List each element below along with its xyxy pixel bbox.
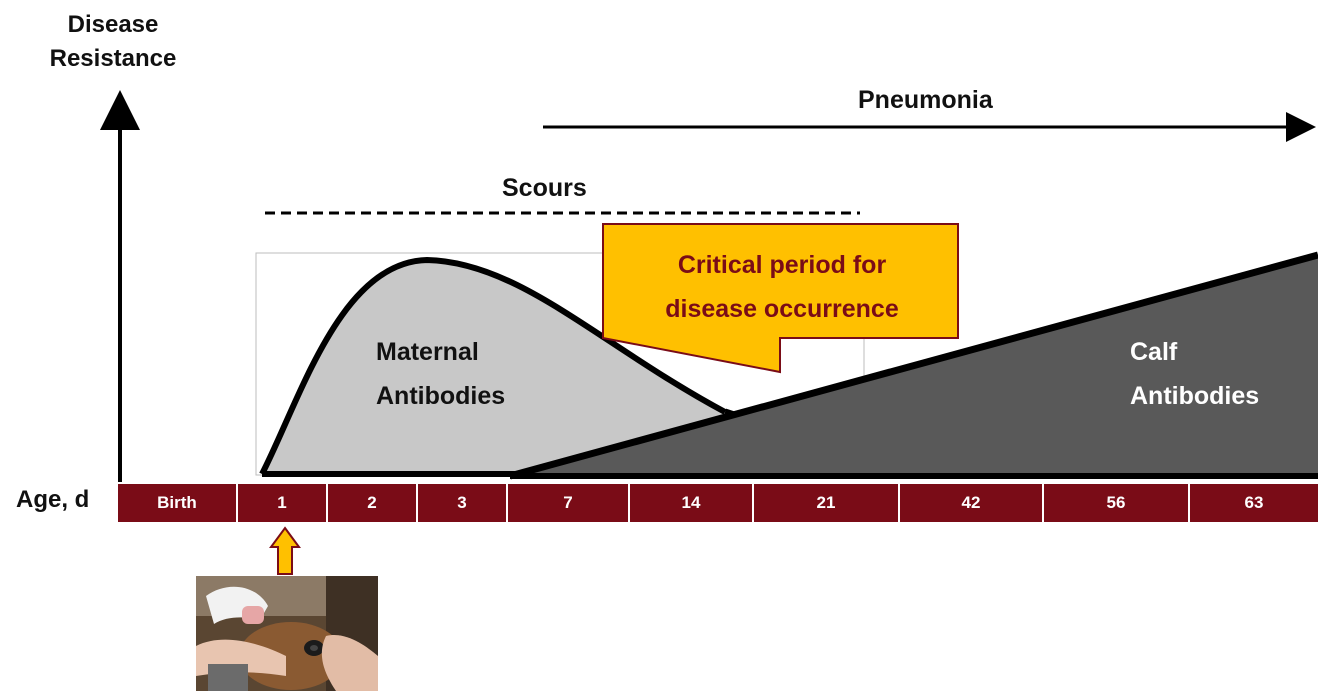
timeline-cell: 3	[418, 484, 508, 522]
y-axis-label-line2: Resistance	[28, 42, 198, 76]
timeline-cell: 2	[328, 484, 418, 522]
timeline-cell: 21	[754, 484, 900, 522]
timeline-cell: 1	[238, 484, 328, 522]
timeline-cell: 63	[1190, 484, 1318, 522]
age-timeline: Birth 1 2 3 7 14 21 42 56 63	[118, 484, 1318, 522]
calf-label-line2: Antibodies	[1130, 374, 1259, 418]
scours-label: Scours	[502, 174, 587, 203]
timeline-cell: 56	[1044, 484, 1190, 522]
maternal-label-line1: Maternal	[376, 330, 505, 374]
calf-label-line1: Calf	[1130, 330, 1259, 374]
timeline-cell: Birth	[118, 484, 238, 522]
timeline-cell: 42	[900, 484, 1044, 522]
age-axis-label: Age, d	[16, 486, 89, 514]
critical-period-line1: Critical period for	[614, 243, 950, 287]
critical-period-line2: disease occurrence	[614, 287, 950, 331]
y-axis-label-line1: Disease	[28, 8, 198, 42]
calf-antibodies-label: Calf Antibodies	[1130, 330, 1259, 418]
calf-feeding-photo-icon	[196, 576, 378, 691]
y-axis-label: Disease Resistance	[28, 8, 198, 76]
maternal-label-line2: Antibodies	[376, 374, 505, 418]
pneumonia-label: Pneumonia	[858, 86, 993, 115]
timeline-cell: 7	[508, 484, 630, 522]
critical-period-label: Critical period for disease occurrence	[614, 243, 950, 331]
timeline-cell: 14	[630, 484, 754, 522]
up-arrow-icon	[271, 528, 299, 574]
maternal-antibodies-label: Maternal Antibodies	[376, 330, 505, 418]
